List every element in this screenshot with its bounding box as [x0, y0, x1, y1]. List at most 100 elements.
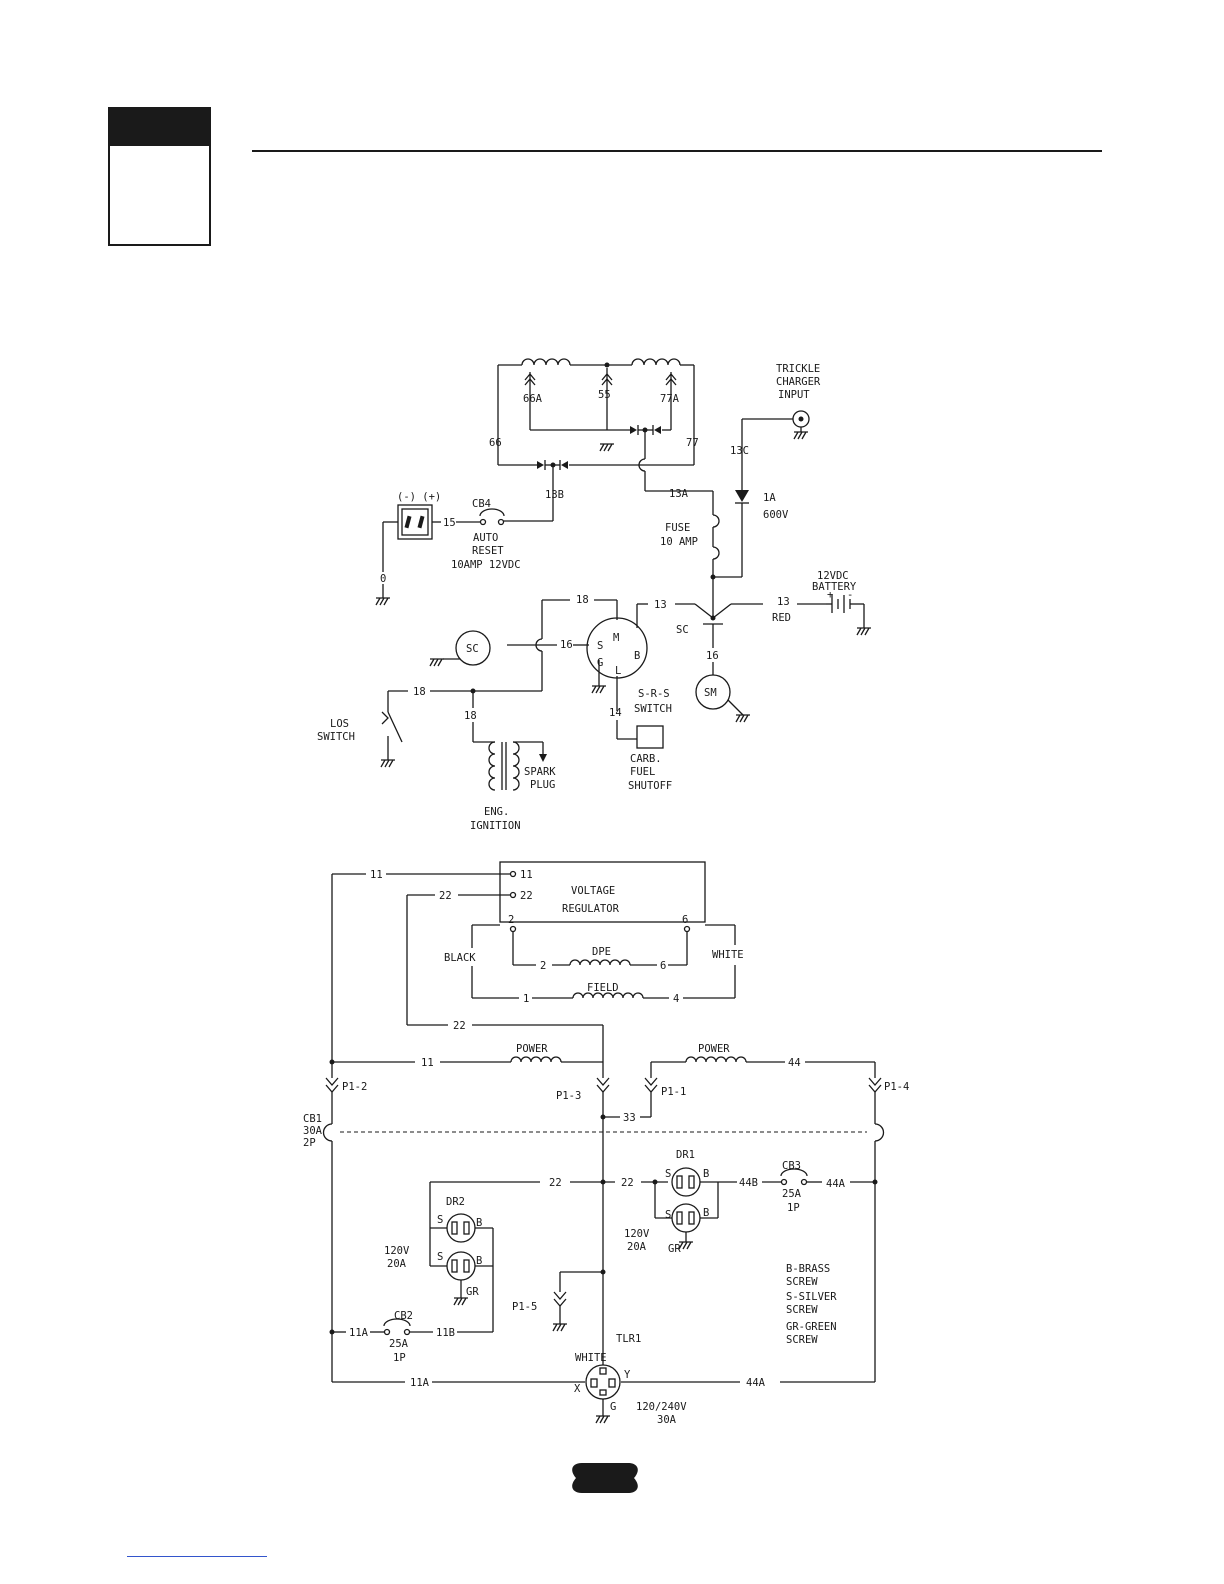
label-vr-2-line: REGULATOR	[562, 903, 620, 915]
label-carb-1: CARB.	[630, 753, 662, 765]
label-polarity: (-) (+)	[397, 491, 441, 503]
label-legend-1: B-BRASS	[786, 1263, 830, 1275]
label-white: WHITE	[712, 949, 744, 961]
schematic-labels: TRICKLE CHARGER INPUT 66A 55 77A 66 77 1…	[303, 363, 909, 1426]
circuit-breaker-cb4	[479, 508, 505, 526]
label-auto: AUTO	[473, 532, 498, 544]
label-power-right: POWER	[698, 1043, 730, 1055]
chapter-tab	[108, 107, 211, 246]
label-dr1: DR1	[676, 1149, 695, 1161]
label-spark-1: SPARK	[524, 766, 556, 778]
label-dr1-volt: 120V	[624, 1228, 650, 1240]
label-vr-2: 2	[508, 914, 514, 926]
label-reset: RESET	[472, 545, 504, 557]
srs-switch	[507, 599, 664, 749]
starter-motor	[695, 674, 750, 723]
label-cb2: CB2	[394, 1310, 413, 1322]
label-13-right: 13	[777, 596, 790, 608]
label-44a-top: 44A	[826, 1178, 846, 1190]
label-diode-600v: 600V	[763, 509, 789, 521]
label-cb2-pole: 1P	[393, 1352, 406, 1364]
label-33: 33	[623, 1112, 636, 1124]
label-11-top: 11	[370, 869, 383, 881]
label-srs-2: SWITCH	[634, 703, 672, 715]
label-55: 55	[598, 389, 611, 401]
label-22-top: 22	[439, 890, 452, 902]
label-diode-1a: 1A	[763, 492, 776, 504]
engine-ignition	[472, 691, 547, 791]
shutdown-solenoid-sc	[429, 630, 491, 667]
label-tlr-y: Y	[624, 1369, 631, 1381]
label-battery-minus: -	[847, 589, 853, 601]
label-los-2: SWITCH	[317, 731, 355, 743]
label-battery: BATTERY	[812, 581, 857, 593]
label-cb3: CB3	[782, 1160, 801, 1172]
label-fuse: FUSE	[665, 522, 690, 534]
label-p1-2: P1-2	[342, 1081, 367, 1093]
label-carb-2: FUEL	[630, 766, 655, 778]
label-carb-3: SHUTOFF	[628, 780, 672, 792]
label-66: 66	[489, 437, 502, 449]
label-ign-2: IGNITION	[470, 820, 521, 832]
label-cb4: CB4	[472, 498, 491, 510]
label-tlr-g: G	[610, 1401, 616, 1413]
label-11a-bottom: 11A	[410, 1377, 430, 1389]
battery-plug	[375, 504, 481, 606]
label-cb3-pole: 1P	[787, 1202, 800, 1214]
label-cb3-amp: 25A	[782, 1188, 802, 1200]
label-vr-1: VOLTAGE	[571, 885, 615, 897]
label-44: 44	[788, 1057, 801, 1069]
circuit-breaker-cb3	[762, 1168, 878, 1186]
label-tlr-x: X	[574, 1383, 581, 1395]
label-18-top: 18	[576, 594, 589, 606]
label-11-mid: 11	[421, 1057, 434, 1069]
label-legend-4: SCREW	[786, 1304, 818, 1316]
label-tlr-white: WHITE	[575, 1352, 607, 1364]
label-dr2-s2: S	[437, 1251, 443, 1263]
label-77: 77	[686, 437, 699, 449]
label-battery-plus: +	[827, 589, 833, 601]
dpe-and-field-windings	[471, 924, 736, 999]
duplex-receptacle-dr2	[429, 1182, 494, 1332]
label-battery-volt: 12VDC	[817, 570, 849, 582]
label-18-ign: 18	[464, 710, 477, 722]
connector-p1-5	[552, 1269, 606, 1332]
label-16-left: 16	[560, 639, 573, 651]
label-field-1: 1	[523, 993, 529, 1005]
label-dr1-gr: GR	[668, 1243, 681, 1255]
label-vr-22: 22	[520, 890, 533, 902]
label-switch-s: S	[597, 640, 603, 652]
label-18-los: 18	[413, 686, 426, 698]
label-dr2-volt: 120V	[384, 1245, 410, 1257]
label-red: RED	[772, 612, 791, 624]
label-switch-b: B	[634, 650, 640, 662]
label-22-right: 22	[621, 1177, 634, 1189]
label-13c: 13C	[730, 445, 749, 457]
footer-link-underline	[127, 1556, 267, 1557]
label-field-4: 4	[673, 993, 679, 1005]
label-dr2-gr: GR	[466, 1286, 479, 1298]
label-16-down: 16	[706, 650, 719, 662]
label-dpe-6: 6	[660, 960, 666, 972]
label-black: BLACK	[444, 952, 476, 964]
label-dr2: DR2	[446, 1196, 465, 1208]
label-switch-l: L	[615, 665, 621, 677]
los-switch	[380, 688, 542, 768]
label-dpe: DPE	[592, 946, 611, 958]
label-cb2-amp: 25A	[389, 1338, 409, 1350]
label-dr1-amp: 20A	[627, 1241, 647, 1253]
label-switch-m: M	[613, 632, 619, 644]
label-trickle-1: TRICKLE	[776, 363, 820, 375]
label-dr2-s1: S	[437, 1214, 443, 1226]
label-switch-g: G	[597, 657, 603, 669]
page-number-tab	[572, 1463, 638, 1493]
label-tlr1: TLR1	[616, 1333, 641, 1345]
label-cb1-2: 30A	[303, 1125, 323, 1137]
label-cb1-1: CB1	[303, 1113, 322, 1125]
label-cb1-3: 2P	[303, 1137, 316, 1149]
label-tlr-amp: 30A	[657, 1414, 677, 1426]
label-22-left: 22	[549, 1177, 562, 1189]
connectors-p1	[325, 1077, 882, 1400]
label-los-1: LOS	[330, 718, 349, 730]
